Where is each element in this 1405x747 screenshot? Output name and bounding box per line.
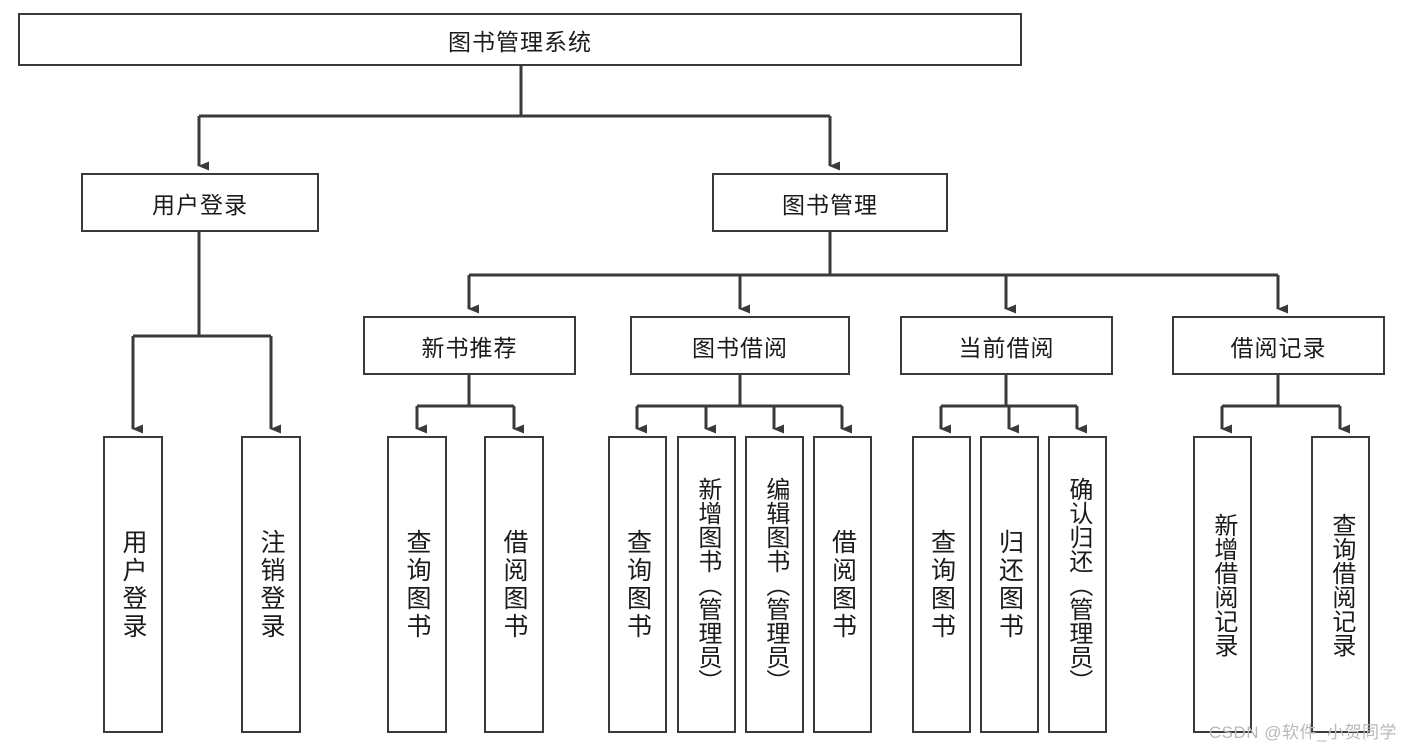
leaf-user-login[interactable]: 用户登录 xyxy=(103,436,163,733)
node-root-system[interactable]: 图书管理系统 xyxy=(18,13,1022,66)
node-label: 归还图书 xyxy=(995,528,1024,641)
leaf-query-book-current[interactable]: 查询图书 xyxy=(912,436,971,733)
node-label: 查询图书 xyxy=(403,528,431,641)
node-label: 借阅图书 xyxy=(500,528,528,641)
leaf-query-borrow-record[interactable]: 查询借阅记录 xyxy=(1311,436,1370,733)
node-current-borrow[interactable]: 当前借阅 xyxy=(900,316,1113,375)
node-label: 借阅图书 xyxy=(828,528,857,641)
node-label: 注销登录 xyxy=(257,528,285,641)
node-label: 图书管理 xyxy=(782,191,878,218)
node-user-login[interactable]: 用户登录 xyxy=(81,173,319,232)
node-label: 新增图书（管理员） xyxy=(693,476,721,693)
node-new-book-recommend[interactable]: 新书推荐 xyxy=(363,316,576,375)
leaf-borrow-book[interactable]: 借阅图书 xyxy=(813,436,872,733)
node-label: 用户登录 xyxy=(152,191,248,218)
node-label: 编辑图书（管理员） xyxy=(761,476,789,693)
node-book-borrow[interactable]: 图书借阅 xyxy=(630,316,850,375)
node-label: 图书借阅 xyxy=(692,334,788,361)
leaf-add-borrow-record[interactable]: 新增借阅记录 xyxy=(1193,436,1252,733)
node-label: 新增借阅记录 xyxy=(1209,512,1237,657)
leaf-add-book-admin[interactable]: 新增图书（管理员） xyxy=(677,436,736,733)
node-label: 新书推荐 xyxy=(421,334,518,361)
leaf-query-book-recommend[interactable]: 查询图书 xyxy=(387,436,447,733)
node-label: 查询图书 xyxy=(623,528,652,641)
node-book-management[interactable]: 图书管理 xyxy=(712,173,948,232)
node-label: 图书管理系统 xyxy=(448,28,592,55)
node-borrow-record[interactable]: 借阅记录 xyxy=(1172,316,1385,375)
node-label: 确认归还（管理员） xyxy=(1064,476,1092,693)
csdn-watermark: CSDN @软件_小贺同学 xyxy=(1208,723,1397,742)
leaf-logout[interactable]: 注销登录 xyxy=(241,436,301,733)
leaf-return-book[interactable]: 归还图书 xyxy=(980,436,1039,733)
leaf-confirm-return-admin[interactable]: 确认归还（管理员） xyxy=(1048,436,1107,733)
leaf-edit-book-admin[interactable]: 编辑图书（管理员） xyxy=(745,436,804,733)
node-label: 借阅记录 xyxy=(1230,334,1327,361)
node-label: 查询借阅记录 xyxy=(1327,512,1355,657)
leaf-borrow-book-recommend[interactable]: 借阅图书 xyxy=(484,436,544,733)
node-label: 当前借阅 xyxy=(958,334,1055,361)
node-label: 用户登录 xyxy=(119,528,147,641)
leaf-query-book-borrow[interactable]: 查询图书 xyxy=(608,436,667,733)
node-label: 查询图书 xyxy=(927,528,956,641)
